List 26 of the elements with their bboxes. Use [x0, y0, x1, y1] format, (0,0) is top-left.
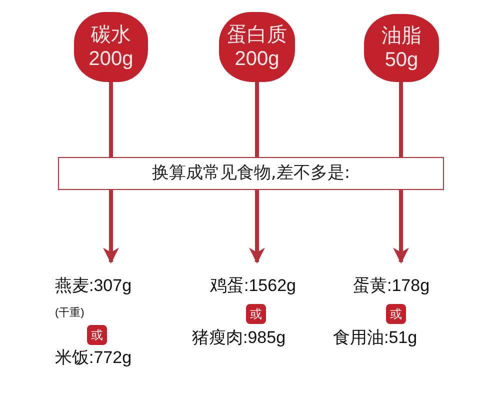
nutrient-blob: [74, 12, 148, 82]
food-amount: 鸡蛋:1562g: [210, 276, 296, 296]
nutrient-name: 油脂: [380, 24, 422, 48]
connector-line: [255, 82, 259, 157]
nutrient-blob: [219, 12, 295, 82]
nutrient-blob: [364, 14, 439, 82]
nutrient-amount: 200g: [234, 47, 280, 71]
note-text: (干重): [55, 306, 84, 320]
or-badge: 或: [87, 325, 107, 345]
or-badge: 或: [246, 304, 266, 324]
conversion-banner: 换算成常见食物,差不多是:: [58, 157, 444, 190]
nutrient-amount: 200g: [88, 47, 134, 71]
food-amount: 蛋黄:178g: [353, 276, 430, 296]
nutrient-name: 蛋白质: [226, 23, 288, 47]
arrow: [249, 190, 265, 264]
food-amount: 猪瘦肉:985g: [192, 328, 286, 348]
food-amount: 米饭:772g: [55, 348, 132, 368]
nutrient-amount: 50g: [384, 48, 420, 72]
or-badge: 或: [386, 304, 406, 324]
food-amount: 燕麦:307g: [55, 276, 132, 296]
nutrient-name: 碳水: [90, 23, 132, 47]
connector-line: [399, 82, 403, 157]
arrow: [393, 190, 409, 264]
connector-line: [109, 82, 113, 157]
food-amount: 食用油:51g: [333, 328, 418, 348]
arrow: [103, 190, 119, 264]
